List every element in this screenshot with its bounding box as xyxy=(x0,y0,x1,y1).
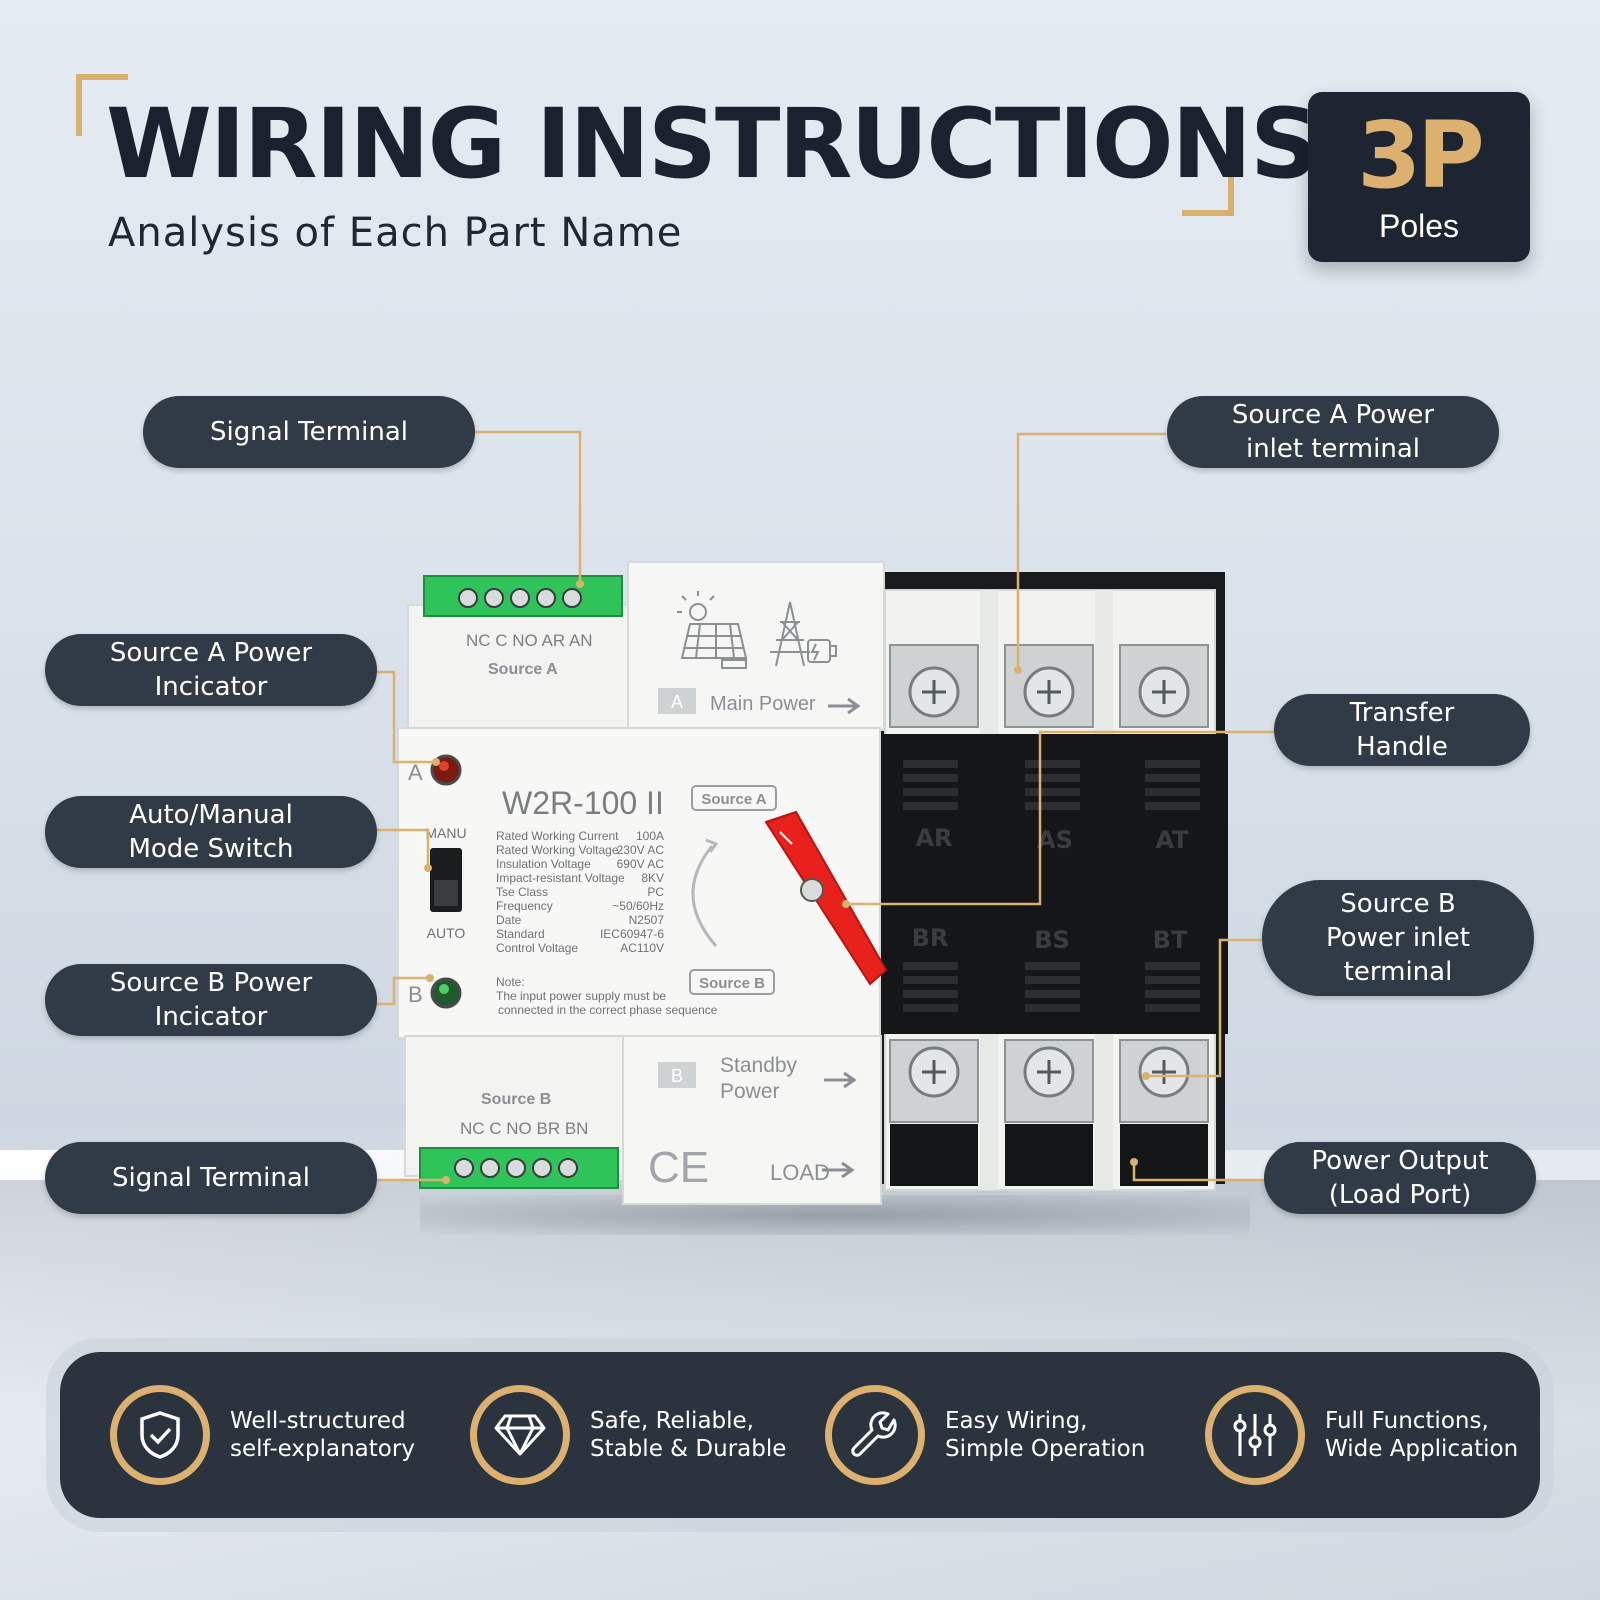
main-power-letter: A xyxy=(671,692,683,712)
spec-value: 690V AC xyxy=(617,857,665,871)
vent-slots xyxy=(903,760,1200,1012)
pole-label-bt: BT xyxy=(1153,926,1188,954)
source-b-tag-box xyxy=(689,969,775,995)
manu-label: MANU xyxy=(425,825,466,841)
standby-label-1: Standby xyxy=(720,1054,798,1077)
callout-mode-switch: Auto/Manual Mode Switch xyxy=(45,796,377,868)
spec-label: Rated Working Voltage xyxy=(496,843,619,857)
power-pylon-icon xyxy=(770,601,837,667)
spec-label: Insulation Voltage xyxy=(496,857,591,871)
feature-text-2: Safe, Reliable, Stable & Durable xyxy=(590,1408,787,1462)
shield-check-icon xyxy=(110,1385,210,1485)
spec-label: Date xyxy=(496,913,522,927)
callout-power-output: Power Output (Load Port) xyxy=(1264,1142,1536,1214)
spec-value: 230V AC xyxy=(617,843,665,857)
feature-item-safe: Safe, Reliable, Stable & Durable xyxy=(470,1352,786,1518)
device-shadow xyxy=(420,1195,1250,1235)
top-screw-terminals xyxy=(889,644,1209,728)
spec-label: Frequency xyxy=(496,899,553,913)
page-title: WIRING INSTRUCTIONS xyxy=(106,88,1319,200)
feature-bar: Well-structured self-explanatory Safe, R… xyxy=(60,1352,1540,1518)
busbar-housing xyxy=(884,589,1216,1191)
source-a-tag: Source A xyxy=(701,791,766,808)
auto-label: AUTO xyxy=(427,925,466,941)
standby-letter: B xyxy=(671,1066,683,1086)
terminal-a-labels: NC C NO AR AN xyxy=(466,631,593,650)
page-subtitle: Analysis of Each Part Name xyxy=(108,210,683,256)
badge-sub: Poles xyxy=(1378,208,1460,244)
source-a-tag-box xyxy=(691,785,777,811)
feature-text-4: Full Functions, Wide Application xyxy=(1325,1408,1519,1462)
pole-label-ar: AR xyxy=(915,824,952,852)
solar-panel-icon xyxy=(677,591,748,669)
title-bracket-right xyxy=(1182,150,1234,216)
spec-label: Tse Class xyxy=(496,885,548,899)
callout-signal-terminal-top: Signal Terminal xyxy=(143,396,475,468)
callout-source-a-indicator: Source A Power Incicator xyxy=(45,634,377,706)
feature-text-3: Easy Wiring, Simple Operation xyxy=(945,1408,1146,1462)
standby-letter-box xyxy=(658,1062,696,1088)
device-back-plate xyxy=(880,572,1225,1184)
rotation-arrow xyxy=(691,845,718,947)
front-panel xyxy=(397,727,881,1039)
terminal-b-source: Source B xyxy=(481,1091,551,1108)
source-a-led xyxy=(430,754,462,786)
note-line-2: connected in the correct phase sequence xyxy=(498,1003,718,1017)
note-title: Note: xyxy=(496,975,525,989)
feature-item-functions: Full Functions, Wide Application xyxy=(1205,1352,1518,1518)
callout-signal-terminal-bottom: Signal Terminal xyxy=(45,1142,377,1214)
pole-divider-1 xyxy=(980,590,998,1190)
signal-terminal-block-a xyxy=(423,575,623,617)
poles-badge: 3P Poles xyxy=(1308,92,1530,262)
spec-value: N2507 xyxy=(629,913,665,927)
source-b-tag: Source B xyxy=(699,975,765,992)
terminal-a-source: Source A xyxy=(488,661,558,678)
pole-label-bs: BS xyxy=(1034,926,1070,954)
pole-label-br: BR xyxy=(912,924,949,952)
terminal-b-labels: NC C NO BR BN xyxy=(460,1119,588,1138)
spec-value: IEC60947-6 xyxy=(600,927,664,941)
spec-value: 8KV xyxy=(641,871,664,885)
callout-source-a-inlet: Source A Power inlet terminal xyxy=(1167,396,1499,468)
sliders-icon xyxy=(1205,1385,1305,1485)
spec-label: Standard xyxy=(496,927,545,941)
feature-item-wiring: Easy Wiring, Simple Operation xyxy=(825,1352,1145,1518)
spec-label: Control Voltage xyxy=(496,941,578,955)
spec-label: Impact-resistant Voltage xyxy=(496,871,625,885)
title-bracket-left xyxy=(76,74,128,136)
spec-value: 100A xyxy=(636,829,664,843)
note-line-1: The input power supply must be xyxy=(496,989,666,1003)
diamond-icon xyxy=(470,1385,570,1485)
spec-list: Rated Working Current 100A Rated Working V… xyxy=(496,829,664,955)
main-power-letter-box xyxy=(658,688,696,714)
transfer-handle xyxy=(764,810,888,986)
pole-label-at: AT xyxy=(1155,826,1189,854)
upper-label-module xyxy=(627,561,885,731)
spec-value: PC xyxy=(647,885,664,899)
callout-transfer-handle: Transfer Handle xyxy=(1274,694,1530,766)
indicator-b-letter: B xyxy=(408,982,423,1007)
pole-label-as: AS xyxy=(1037,826,1073,854)
main-power-arrow xyxy=(828,697,861,715)
spec-value: ~50/60Hz xyxy=(612,899,664,913)
callout-source-b-indicator: Source B Power Incicator xyxy=(45,964,377,1036)
standby-arrow xyxy=(824,1071,857,1089)
upper-left-module xyxy=(407,604,629,731)
callout-source-b-inlet: Source B Power inlet terminal xyxy=(1262,880,1534,996)
spec-label: Rated Working Current xyxy=(496,829,619,843)
source-b-led xyxy=(430,977,462,1009)
switch-body xyxy=(878,734,1228,1034)
spec-value: AC110V xyxy=(620,941,664,955)
pole-divider-2 xyxy=(1095,590,1113,1190)
standby-label-2: Power xyxy=(720,1080,780,1103)
feature-text-1: Well-structured self-explanatory xyxy=(230,1408,415,1462)
leader-lines xyxy=(376,430,1274,1184)
badge-main: 3P xyxy=(1357,102,1484,209)
model-name: W2R-100 II xyxy=(502,785,664,821)
mode-switch xyxy=(430,848,462,912)
wrench-icon xyxy=(825,1385,925,1485)
indicator-a-letter: A xyxy=(408,760,423,785)
main-power-label: Main Power xyxy=(710,693,816,715)
feature-item-structured: Well-structured self-explanatory xyxy=(110,1352,415,1518)
